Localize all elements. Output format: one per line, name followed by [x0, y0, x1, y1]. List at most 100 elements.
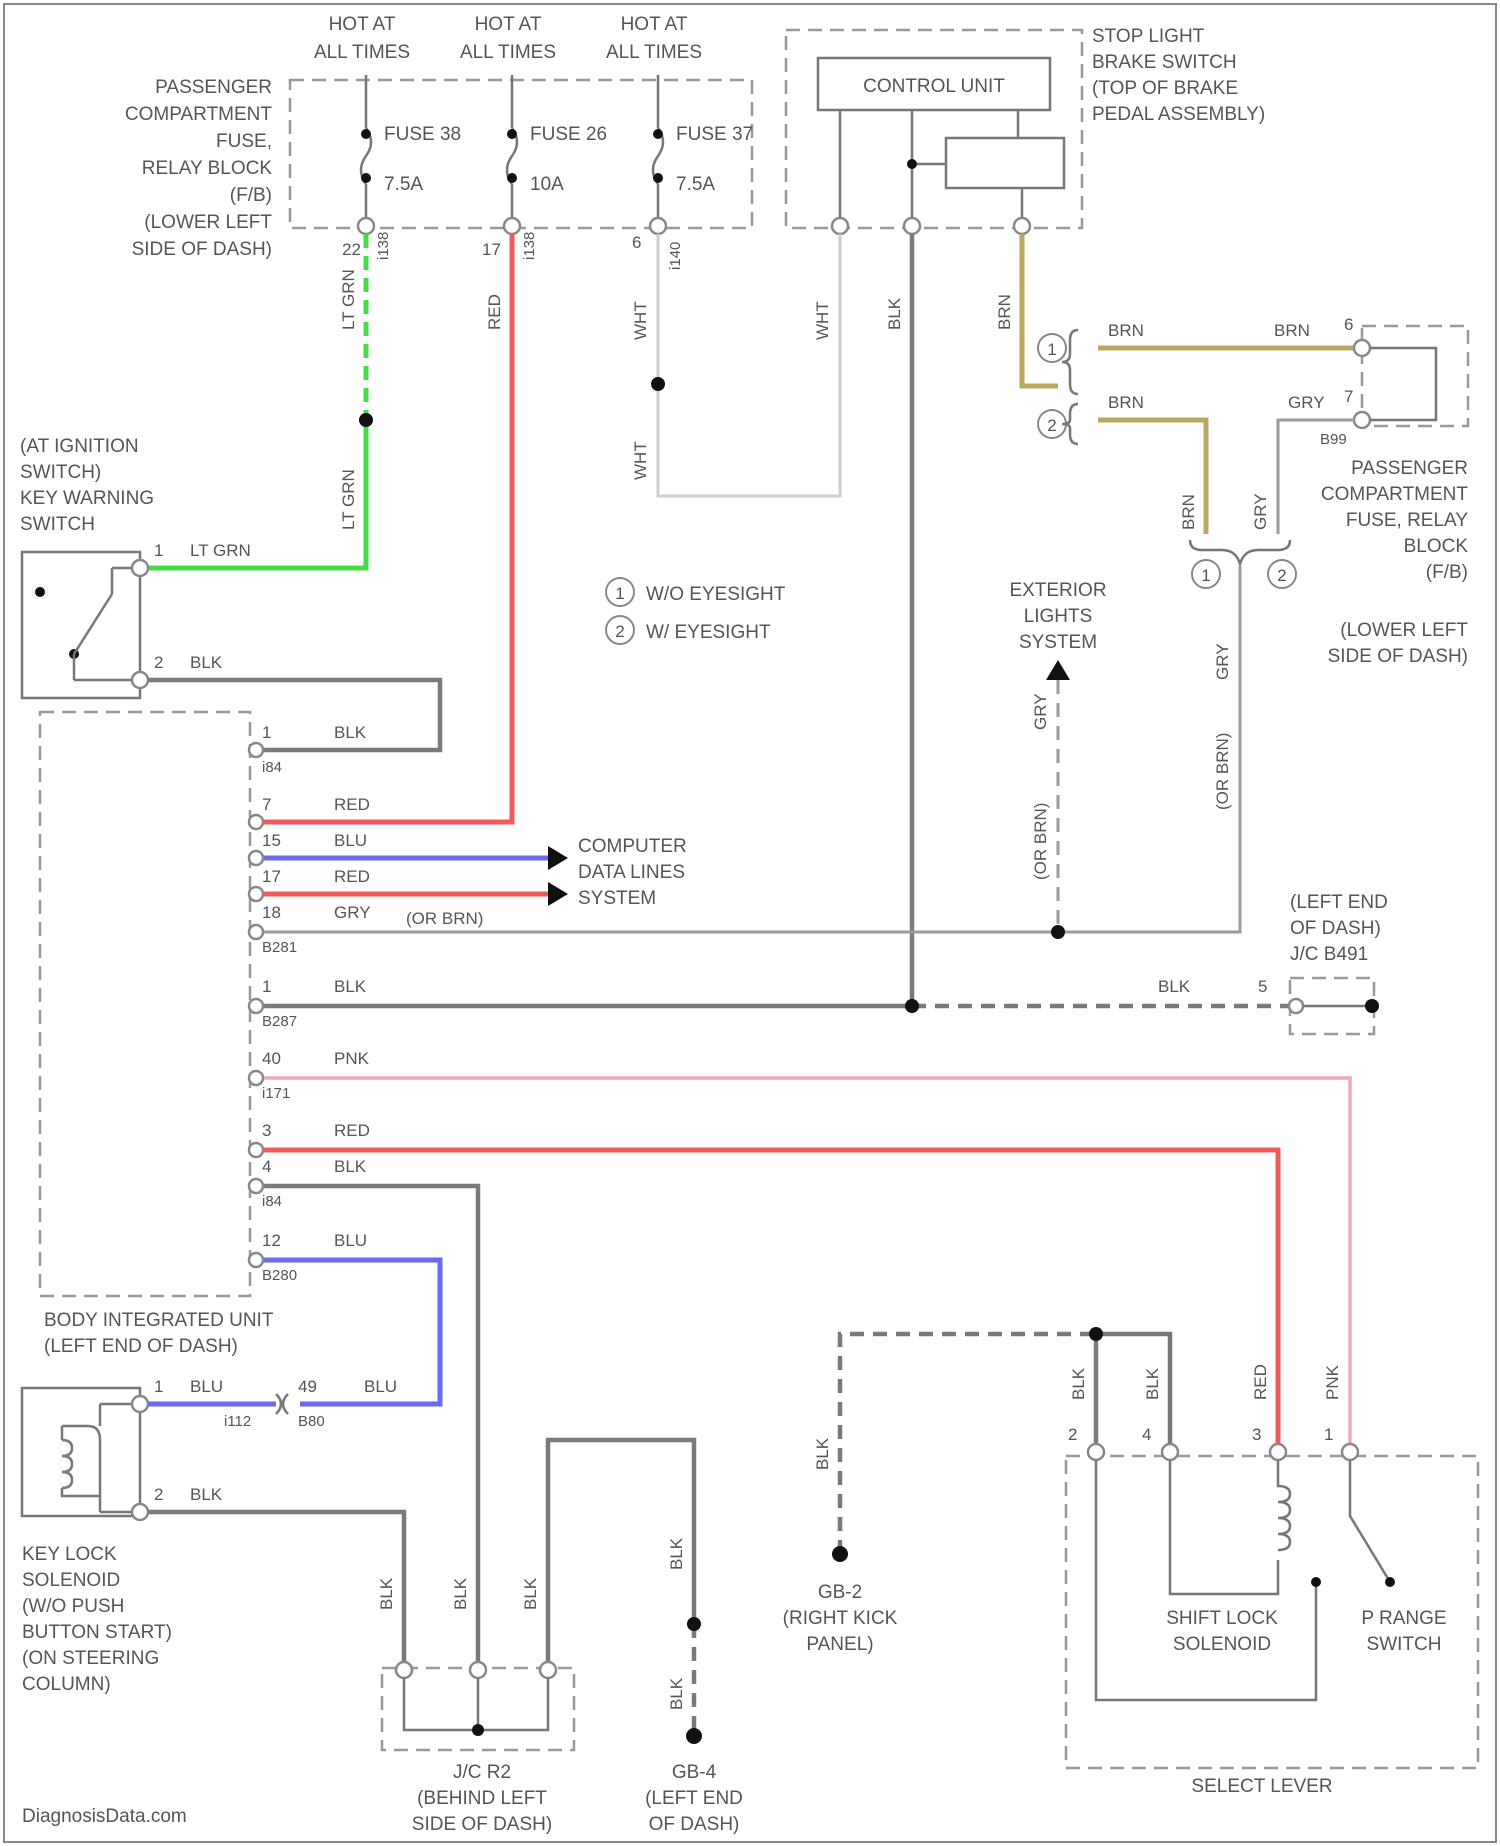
svg-text:2: 2	[1068, 1425, 1077, 1444]
svg-text:BLK: BLK	[667, 1677, 686, 1710]
svg-text:KEY WARNING: KEY WARNING	[20, 488, 154, 509]
svg-text:PANEL): PANEL)	[806, 1634, 873, 1655]
svg-text:B99: B99	[1320, 431, 1347, 448]
watermark: DiagnosisData.com	[22, 1806, 187, 1827]
fuse-block-box	[290, 80, 752, 228]
svg-text:2: 2	[154, 1485, 163, 1504]
svg-text:1: 1	[154, 1377, 163, 1396]
svg-text:BLK: BLK	[1069, 1367, 1088, 1400]
svg-text:BRN: BRN	[1179, 494, 1198, 530]
svg-text:6: 6	[632, 233, 641, 252]
svg-text:i138: i138	[375, 232, 392, 260]
biu-box	[40, 712, 250, 1296]
svg-text:PASSENGER: PASSENGER	[155, 77, 272, 98]
wire-blk-keylock	[148, 1512, 404, 1670]
svg-text:BLU: BLU	[190, 1377, 223, 1396]
svg-text:SYSTEM: SYSTEM	[1019, 632, 1097, 653]
svg-text:SOLENOID: SOLENOID	[1173, 1634, 1271, 1655]
svg-text:1: 1	[1047, 340, 1056, 359]
svg-text:OF DASH): OF DASH)	[1290, 918, 1381, 939]
right-fb-box	[1362, 326, 1468, 426]
svg-text:BLU: BLU	[364, 1377, 397, 1396]
svg-text:LT GRN: LT GRN	[339, 269, 358, 330]
svg-text:PNK: PNK	[1323, 1364, 1342, 1400]
svg-text:BRN: BRN	[1108, 321, 1144, 340]
shift-lock-label: SHIFT LOCK SOLENOID	[1166, 1608, 1278, 1655]
svg-text:(LEFT END: (LEFT END	[1290, 892, 1388, 913]
svg-text:49: 49	[298, 1377, 317, 1396]
svg-text:EXTERIOR: EXTERIOR	[1009, 580, 1106, 601]
svg-text:BLK: BLK	[1158, 977, 1191, 996]
svg-text:LT GRN: LT GRN	[339, 469, 358, 530]
svg-text:RED: RED	[334, 795, 370, 814]
exterior-lights-label: EXTERIOR LIGHTS SYSTEM	[1009, 580, 1106, 653]
svg-text:BRAKE SWITCH: BRAKE SWITCH	[1092, 52, 1237, 73]
svg-text:7: 7	[1344, 387, 1353, 406]
svg-text:BLK: BLK	[377, 1577, 396, 1610]
gb4-label: GB-4 (LEFT END OF DASH)	[645, 1762, 743, 1835]
svg-text:(OR BRN): (OR BRN)	[1213, 733, 1232, 810]
svg-text:BLK: BLK	[813, 1437, 832, 1470]
svg-text:1: 1	[262, 977, 271, 996]
svg-text:B287: B287	[262, 1013, 297, 1030]
svg-text:BLK: BLK	[334, 1157, 367, 1176]
inline-connector-b80	[276, 1394, 288, 1414]
svg-text:BRN: BRN	[995, 294, 1014, 330]
svg-text:WHT: WHT	[631, 441, 650, 480]
svg-text:7: 7	[262, 795, 271, 814]
svg-text:2: 2	[1047, 416, 1056, 435]
svg-text:i138: i138	[521, 232, 538, 260]
svg-text:GRY: GRY	[334, 903, 371, 922]
wire-blk-keyswitch	[148, 680, 440, 750]
svg-text:GRY: GRY	[1213, 643, 1232, 680]
svg-text:(LEFT END OF DASH): (LEFT END OF DASH)	[44, 1336, 238, 1357]
svg-text:RED: RED	[1251, 1364, 1270, 1400]
svg-text:LIGHTS: LIGHTS	[1024, 606, 1093, 627]
key-warning-switch	[22, 552, 140, 698]
svg-text:RELAY BLOCK: RELAY BLOCK	[142, 158, 273, 179]
svg-text:DATA LINES: DATA LINES	[578, 862, 685, 883]
split-mark-bottom: 1 2	[1190, 540, 1296, 588]
svg-text:BLK: BLK	[521, 1577, 540, 1610]
svg-text:17: 17	[262, 867, 281, 886]
svg-text:OF DASH): OF DASH)	[649, 1814, 740, 1835]
stop-light-box	[786, 30, 1082, 228]
svg-text:B280: B280	[262, 1267, 297, 1284]
right-fb-label: PASSENGER COMPARTMENT FUSE, RELAY BLOCK …	[1321, 458, 1468, 667]
svg-text:GRY: GRY	[1251, 493, 1270, 530]
svg-text:P RANGE: P RANGE	[1361, 1608, 1446, 1629]
svg-text:WHT: WHT	[631, 301, 650, 340]
svg-text:4: 4	[262, 1157, 271, 1176]
svg-text:(ON STEERING: (ON STEERING	[22, 1648, 159, 1669]
svg-text:BUTTON START): BUTTON START)	[22, 1622, 172, 1643]
svg-text:BLOCK: BLOCK	[1404, 536, 1469, 557]
hot-label-3: HOT AT ALL TIMES	[606, 14, 702, 63]
svg-text:1: 1	[615, 584, 624, 603]
svg-text:J/C B491: J/C B491	[1290, 944, 1368, 965]
svg-text:BLU: BLU	[334, 831, 367, 850]
wire-brn-stoplight	[1022, 234, 1058, 386]
svg-text:4: 4	[1142, 1425, 1151, 1444]
svg-text:(LOWER LEFT: (LOWER LEFT	[144, 212, 272, 233]
key-lock-label: KEY LOCK SOLENOID (W/O PUSH BUTTON START…	[22, 1544, 172, 1695]
svg-text:GB-2: GB-2	[818, 1582, 862, 1603]
svg-text:15: 15	[262, 831, 281, 850]
svg-text:BRN: BRN	[1274, 321, 1310, 340]
svg-text:LT GRN: LT GRN	[190, 541, 251, 560]
control-unit-label: CONTROL UNIT	[863, 76, 1005, 97]
svg-text:STOP LIGHT: STOP LIGHT	[1092, 26, 1205, 47]
svg-text:B281: B281	[262, 939, 297, 956]
select-lever-label: SELECT LEVER	[1191, 1776, 1332, 1797]
svg-text:(F/B): (F/B)	[1426, 562, 1468, 583]
fuse-26: FUSE 26 10A 17 i138	[482, 75, 607, 260]
svg-text:(RIGHT KICK: (RIGHT KICK	[783, 1608, 898, 1629]
svg-text:RED: RED	[334, 1121, 370, 1140]
svg-text:BLK: BLK	[667, 1537, 686, 1570]
biu-label: BODY INTEGRATED UNIT (LEFT END OF DASH)	[44, 1310, 274, 1357]
svg-text:17: 17	[482, 240, 501, 259]
svg-text:HOT AT: HOT AT	[621, 14, 688, 35]
svg-text:i84: i84	[262, 1193, 282, 1210]
svg-text:BLK: BLK	[190, 653, 223, 672]
svg-text:BLU: BLU	[334, 1231, 367, 1250]
